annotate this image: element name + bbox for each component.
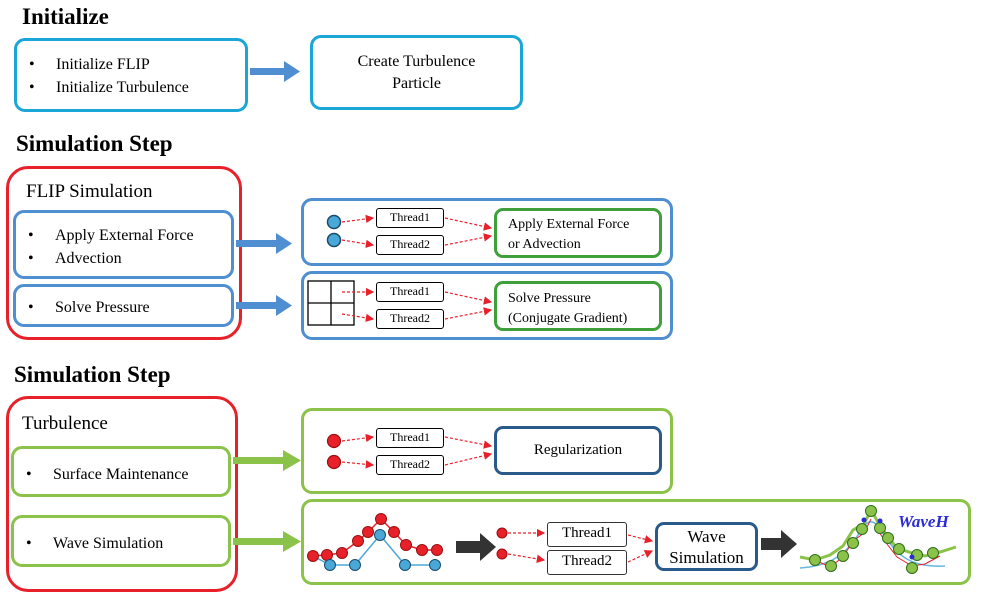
list-item: •Initialize Turbulence (29, 79, 189, 96)
initialize-heading: Initialize (22, 4, 109, 29)
bullet-label: Wave Simulation (53, 535, 164, 552)
flow-arrow-icon (233, 450, 301, 471)
regularization-threads-panel (301, 408, 673, 494)
particle-icon (496, 548, 508, 560)
list-item: •Wave Simulation (26, 535, 164, 552)
turbulence-group (6, 396, 238, 592)
bullet-label: Apply External Force (55, 227, 194, 244)
particle-icon (496, 527, 508, 539)
bullet-label: Initialize Turbulence (56, 79, 189, 96)
apply-force-result-box: Apply External Force or Advection (494, 208, 662, 258)
bullet-label: Initialize FLIP (56, 56, 150, 73)
thread2-box: Thread2 (376, 455, 444, 475)
turbulence-section-heading: Simulation Step (14, 362, 171, 387)
bullet-label: Advection (55, 250, 122, 267)
solve-pressure-box: •Solve Pressure (13, 284, 234, 327)
particle-icon (326, 214, 342, 230)
thread1-box: Thread1 (547, 522, 627, 547)
thread1-box: Thread1 (376, 282, 444, 302)
particle-icon (326, 232, 342, 248)
wave-simulation-result-box: Wave Simulation (655, 522, 758, 571)
initialize-steps-box: •Initialize FLIP •Initialize Turbulence (14, 38, 248, 112)
list-item: •Surface Maintenance (26, 466, 189, 483)
flow-arrow-icon (456, 533, 496, 561)
force-advection-threads-panel (301, 198, 673, 266)
flow-arrow-icon (236, 233, 292, 254)
flip-simulation-group (6, 166, 242, 340)
list-item: •Apply External Force (28, 227, 194, 244)
wave-particles-before (307, 513, 443, 571)
result-line: (Conjugate Gradient) (508, 311, 628, 326)
solve-pressure-result-box: Solve Pressure (Conjugate Gradient) (494, 281, 662, 331)
flow-arrow-icon (233, 531, 301, 552)
result-line: Wave (687, 526, 726, 546)
grid-icon (307, 280, 355, 326)
flip-section-heading: Simulation Step (16, 131, 173, 156)
bullet-label: Surface Maintenance (53, 466, 189, 483)
list-item: •Initialize FLIP (29, 56, 150, 73)
list-item: •Solve Pressure (28, 299, 150, 316)
waveh-label: WaveH (898, 512, 949, 531)
result-line: Simulation (669, 547, 744, 567)
result-line: or Advection (508, 237, 581, 252)
result-line: Create Turbulence (357, 52, 476, 70)
thread1-box: Thread1 (376, 208, 444, 228)
bullet-label: Solve Pressure (55, 299, 150, 316)
wave-simulation-box: •Wave Simulation (11, 515, 231, 567)
particle-icon (326, 454, 342, 470)
apply-force-advection-box: •Apply External Force •Advection (13, 210, 234, 279)
list-item: •Advection (28, 250, 122, 267)
create-turbulence-particle-box: Create Turbulence Particle (310, 35, 523, 110)
flip-group-title: FLIP Simulation (26, 181, 153, 202)
result-line: Particle (392, 74, 441, 92)
result-line: Solve Pressure (508, 291, 591, 306)
regularization-box: Regularization (494, 426, 662, 475)
result-line: Apply External Force (508, 217, 630, 232)
particle-icon (326, 433, 342, 449)
turbulence-group-title: Turbulence (22, 413, 108, 434)
wave-particles-after (799, 505, 957, 574)
flow-arrow-icon (236, 295, 292, 316)
flow-arrow-icon (250, 61, 300, 82)
thread2-box: Thread2 (376, 309, 444, 329)
wave-simulation-panel (301, 499, 971, 585)
pressure-threads-panel (301, 271, 673, 340)
surface-maintenance-box: •Surface Maintenance (11, 446, 231, 497)
flow-arrow-icon (761, 530, 797, 558)
thread1-box: Thread1 (376, 428, 444, 448)
thread2-box: Thread2 (376, 235, 444, 255)
thread2-box: Thread2 (547, 550, 627, 575)
